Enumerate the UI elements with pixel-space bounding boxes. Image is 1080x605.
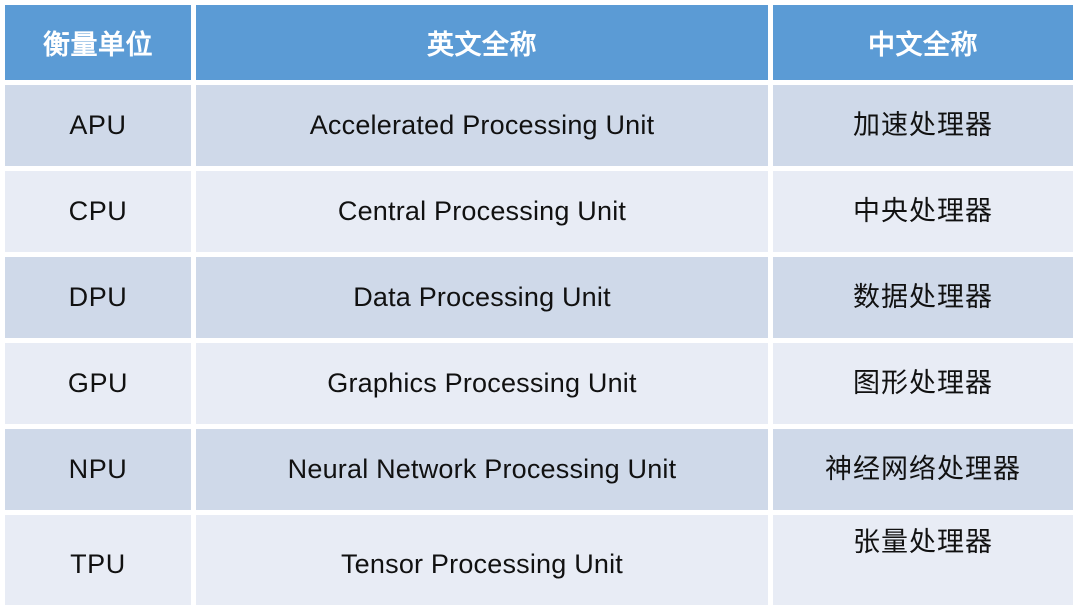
- cell-chinese: 数据处理器: [773, 257, 1073, 338]
- table-header: 衡量单位 英文全称 中文全称: [5, 5, 1073, 80]
- cell-chinese: 神经网络处理器: [773, 429, 1073, 510]
- table-row: APU Accelerated Processing Unit 加速处理器: [5, 85, 1073, 166]
- column-header-unit: 衡量单位: [5, 5, 191, 80]
- cell-unit: TPU: [5, 515, 191, 605]
- table-row: NPU Neural Network Processing Unit 神经网络处…: [5, 429, 1073, 510]
- cell-chinese: 图形处理器: [773, 343, 1073, 424]
- cell-unit: CPU: [5, 171, 191, 252]
- table-header-row: 衡量单位 英文全称 中文全称: [5, 5, 1073, 80]
- table-row: CPU Central Processing Unit 中央处理器: [5, 171, 1073, 252]
- cell-unit: APU: [5, 85, 191, 166]
- table-row: TPU Tensor Processing Unit 张量处理器: [5, 515, 1073, 605]
- cell-english: Tensor Processing Unit: [196, 515, 768, 605]
- table-row: DPU Data Processing Unit 数据处理器: [5, 257, 1073, 338]
- cell-english: Central Processing Unit: [196, 171, 768, 252]
- cell-chinese: 加速处理器: [773, 85, 1073, 166]
- cell-english: Accelerated Processing Unit: [196, 85, 768, 166]
- cell-chinese: 张量处理器: [773, 515, 1073, 605]
- cell-unit: GPU: [5, 343, 191, 424]
- column-header-chinese: 中文全称: [773, 5, 1073, 80]
- cell-english: Graphics Processing Unit: [196, 343, 768, 424]
- cell-chinese: 中央处理器: [773, 171, 1073, 252]
- cell-unit: NPU: [5, 429, 191, 510]
- cell-unit: DPU: [5, 257, 191, 338]
- table-body: APU Accelerated Processing Unit 加速处理器 CP…: [5, 85, 1073, 605]
- cell-english: Data Processing Unit: [196, 257, 768, 338]
- table-row: GPU Graphics Processing Unit 图形处理器: [5, 343, 1073, 424]
- cell-english: Neural Network Processing Unit: [196, 429, 768, 510]
- column-header-english: 英文全称: [196, 5, 768, 80]
